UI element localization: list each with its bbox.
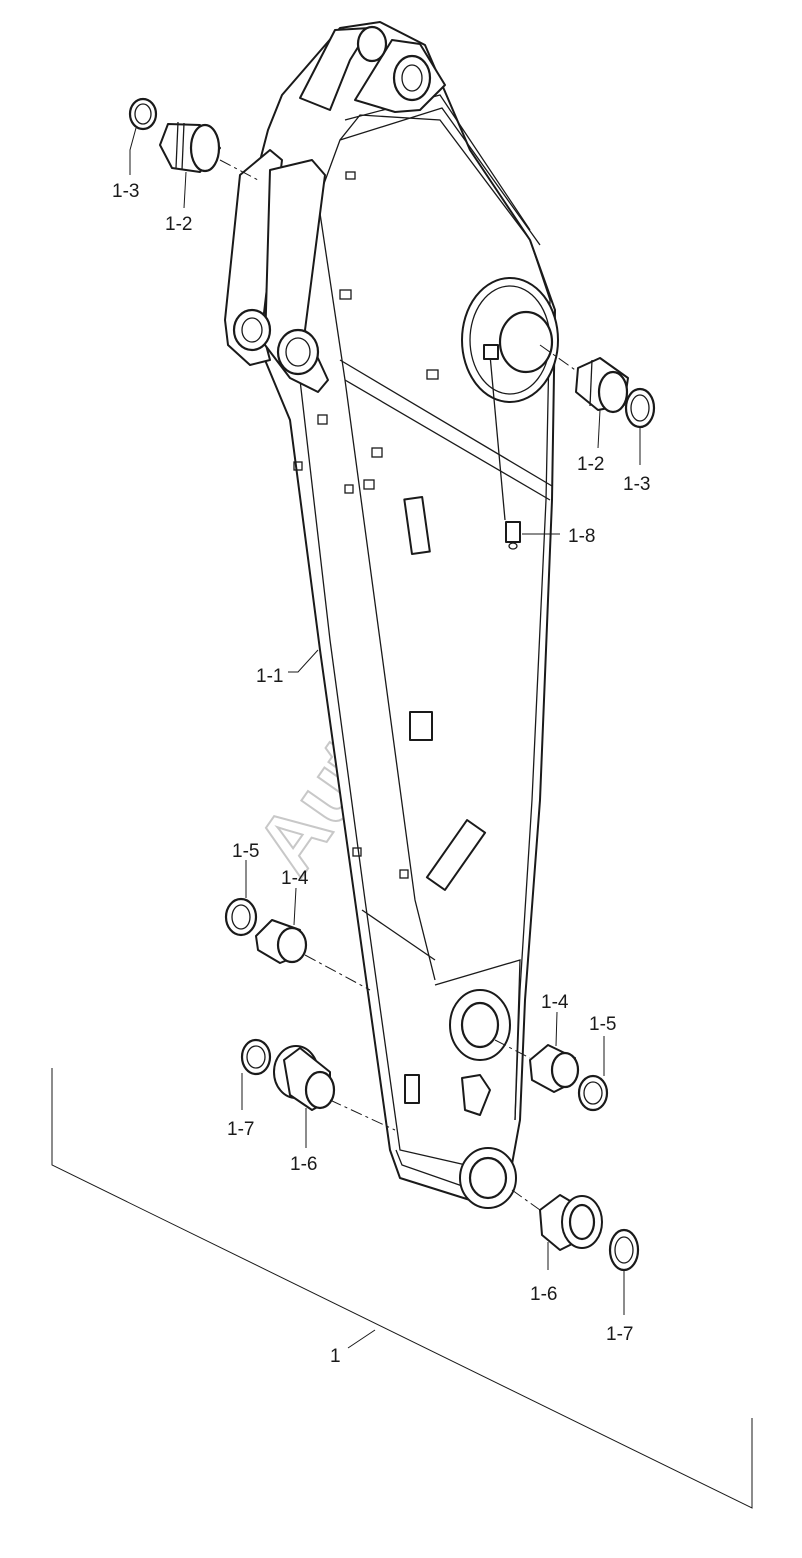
leader-lines bbox=[129, 127, 641, 1349]
part-labels: 1-3 1-2 1-2 1-3 1-8 1-1 1-5 1-4 1-4 1-5 … bbox=[112, 181, 650, 1367]
boom-pads bbox=[293, 171, 439, 879]
axis-foot-right bbox=[511, 1189, 541, 1211]
label-shim-foot-right: 1-7 bbox=[606, 1324, 633, 1345]
label-assembly: 1 bbox=[330, 1346, 341, 1367]
axis-top-right bbox=[539, 344, 579, 373]
bushing-top-right bbox=[575, 357, 629, 414]
axis-foot-left bbox=[329, 1099, 396, 1131]
bushing-top-left bbox=[159, 121, 221, 173]
bushing-mid-right bbox=[529, 1044, 580, 1093]
axis-top-left bbox=[219, 159, 259, 181]
bushing-mid-left bbox=[255, 919, 308, 964]
label-bushing-mid-right: 1-4 bbox=[541, 992, 569, 1013]
bushing-foot-right bbox=[539, 1194, 603, 1251]
shim-foot-right bbox=[608, 1228, 640, 1272]
label-shim-top-right: 1-3 bbox=[623, 474, 650, 495]
label-shim-foot-left: 1-7 bbox=[227, 1119, 254, 1140]
assembly-bracket bbox=[51, 1068, 753, 1509]
label-boom-body: 1-1 bbox=[256, 666, 283, 687]
label-shim-mid-right: 1-5 bbox=[589, 1014, 616, 1035]
label-bushing-foot-right: 1-6 bbox=[530, 1284, 557, 1305]
shim-top-right bbox=[624, 387, 656, 429]
axis-mid-right bbox=[494, 1039, 531, 1059]
shim-mid-right bbox=[577, 1074, 609, 1112]
shim-mid-left bbox=[224, 897, 258, 937]
axis-mid-left bbox=[304, 954, 371, 991]
label-shim-mid-left: 1-5 bbox=[232, 841, 259, 862]
label-bushing-top-left: 1-2 bbox=[165, 214, 192, 235]
label-shim-top-left: 1-3 bbox=[112, 181, 139, 202]
label-bushing-mid-left: 1-4 bbox=[281, 868, 309, 889]
bushing-foot-left bbox=[273, 1045, 336, 1111]
label-bushing-top-right: 1-2 bbox=[577, 454, 604, 475]
shim-foot-left bbox=[240, 1038, 272, 1076]
label-bushing-foot-left: 1-6 bbox=[290, 1154, 317, 1175]
shim-top-left bbox=[128, 97, 158, 131]
grease-fitting bbox=[505, 521, 521, 550]
label-grease-fitting: 1-8 bbox=[568, 526, 595, 547]
boom-body bbox=[224, 21, 559, 1209]
